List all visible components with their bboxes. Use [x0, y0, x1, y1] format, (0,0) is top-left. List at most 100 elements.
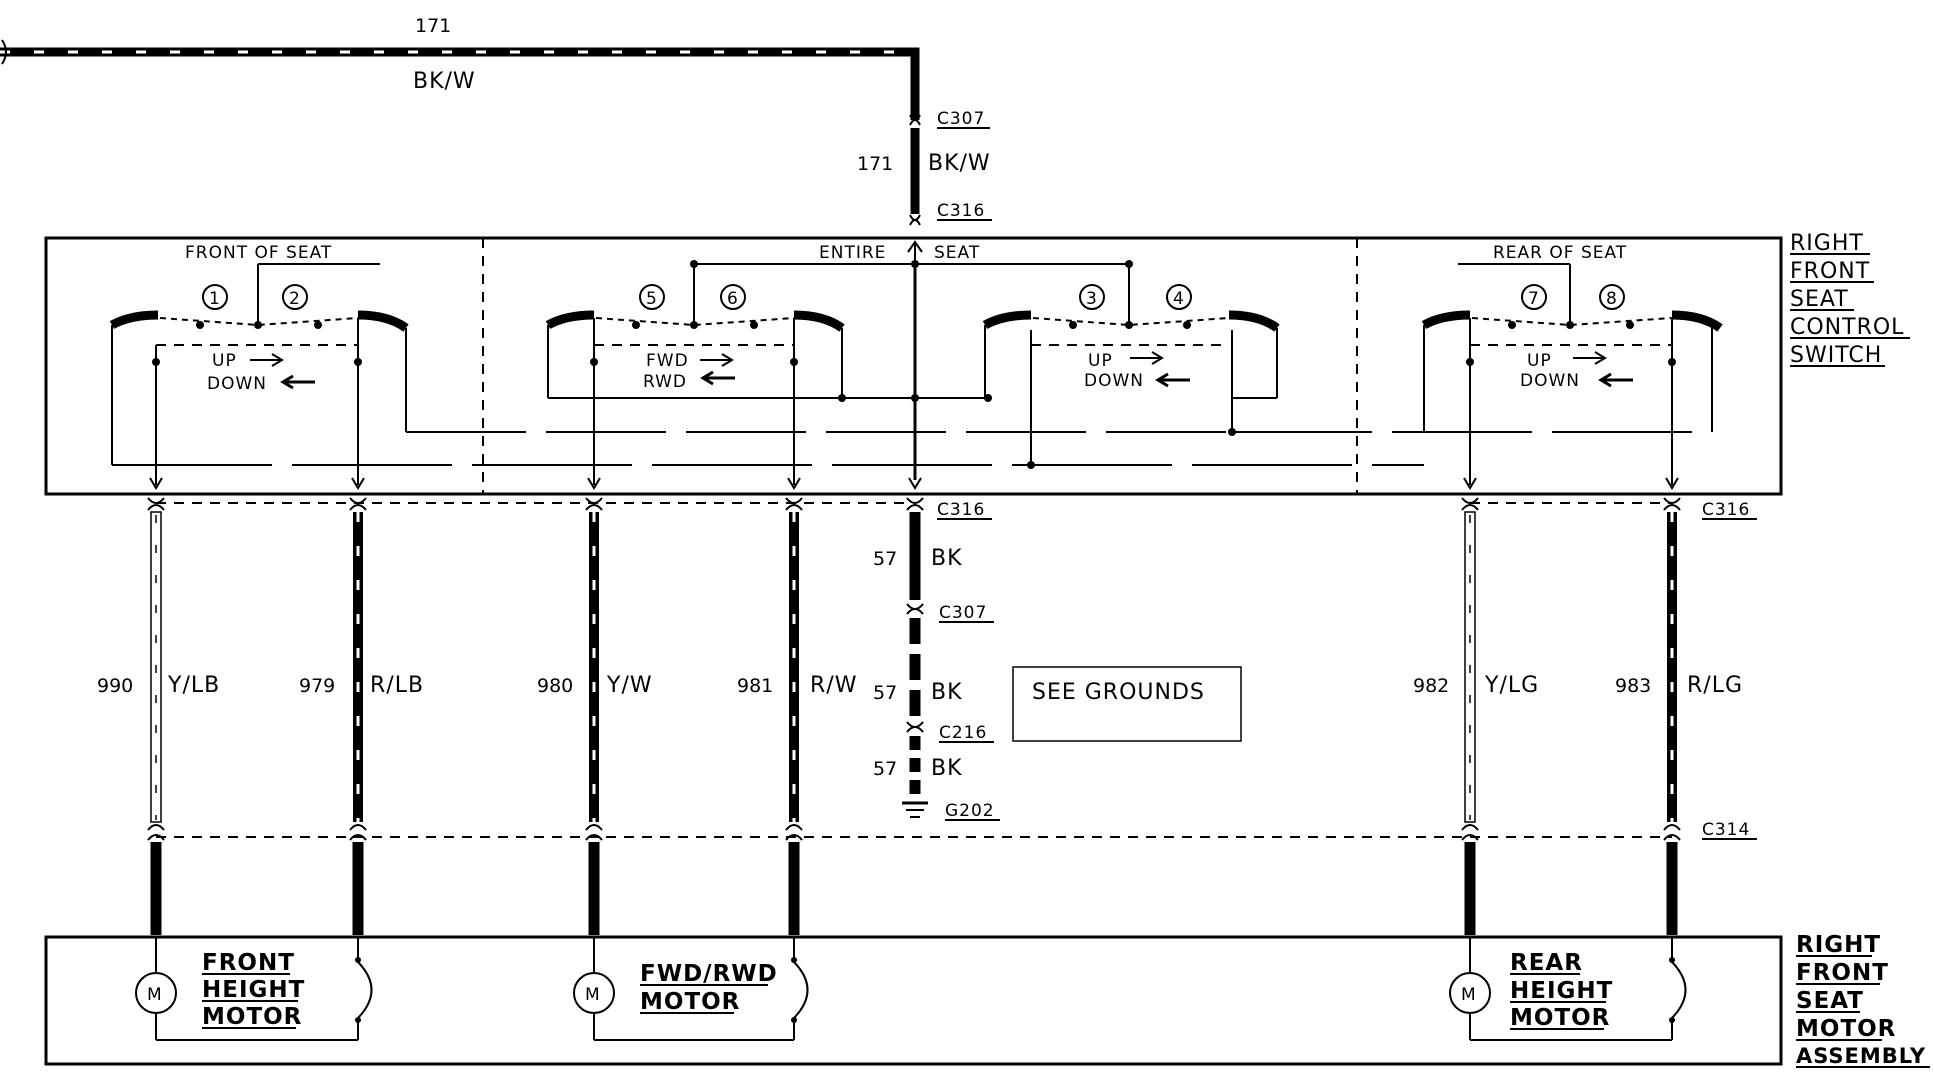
svg-text:SEAT: SEAT: [1790, 287, 1849, 312]
fwd-label: FWD: [646, 351, 689, 371]
svg-text:MOTOR: MOTOR: [202, 1004, 302, 1030]
svg-text:990: 990: [97, 675, 133, 697]
contact-8: 8: [1599, 284, 1625, 310]
top-feed-wire: 171 BK/W: [0, 15, 920, 120]
feed-circuit: 171: [857, 153, 893, 175]
svg-text:5: 5: [646, 289, 658, 309]
svg-text:ASSEMBLY: ASSEMBLY: [1796, 1044, 1926, 1068]
svg-text:FRONT: FRONT: [1796, 960, 1889, 986]
svg-text:Y/W: Y/W: [606, 673, 653, 698]
c316-right-label: C316: [1702, 500, 1750, 520]
gnd-seg3-color: BK: [931, 756, 963, 781]
svg-text:8: 8: [1606, 289, 1618, 309]
feed-wire: C307 171 BK/W C316: [857, 109, 992, 226]
contact-6: 6: [720, 284, 746, 310]
svg-text:CONTROL: CONTROL: [1790, 315, 1904, 340]
see-grounds-label: SEE GROUNDS: [1032, 680, 1205, 705]
rear-height-motor: M REAR HEIGHT MOTOR: [1449, 937, 1687, 1041]
c316-top-label: C316: [937, 201, 985, 221]
svg-text:M: M: [585, 985, 601, 1005]
contact-7: 7: [1521, 284, 1547, 310]
svg-text:979: 979: [299, 675, 335, 697]
svg-text:FRONT: FRONT: [202, 950, 295, 976]
gnd-seg2-circuit: 57: [873, 682, 897, 704]
svg-text:2: 2: [289, 289, 301, 309]
rear-up-label: UP: [1527, 351, 1552, 371]
ground-path: 57 BK C307 57 BK C216 57 BK G202 SEE GRO…: [873, 512, 1242, 821]
svg-text:SWITCH: SWITCH: [1790, 343, 1882, 368]
svg-text:6: 6: [727, 289, 739, 309]
svg-text:FWD/RWD: FWD/RWD: [640, 961, 778, 987]
section-entire-label: ENTIRE: [819, 243, 886, 263]
contact-1: 1: [202, 284, 228, 310]
seat-control-switch: FRONT OF SEAT ENTIRE SEAT REAR OF SEAT: [44, 231, 1910, 496]
section-front-label: FRONT OF SEAT: [185, 243, 332, 263]
svg-text:1: 1: [209, 289, 221, 309]
svg-text:HEIGHT: HEIGHT: [202, 977, 305, 1003]
fwd-rwd-motor: M FWD/RWD MOTOR: [573, 937, 809, 1041]
top-wire-color: BK/W: [413, 69, 476, 94]
svg-text:SEAT: SEAT: [1796, 988, 1864, 1014]
wire-980: 980 Y/W: [537, 512, 653, 822]
rear-down-label: DOWN: [1520, 371, 1580, 391]
assembly-title: RIGHT FRONT SEAT MOTOR ASSEMBLY: [1796, 932, 1930, 1068]
svg-text:HEIGHT: HEIGHT: [1510, 978, 1613, 1004]
c316-mid-label: C316: [937, 500, 985, 520]
gnd-seg1-color: BK: [931, 546, 963, 571]
wire-982: 982 Y/LG: [1413, 511, 1539, 823]
gnd-seg2-color: BK: [931, 680, 963, 705]
contact-2: 2: [282, 284, 308, 310]
rwd-label: RWD: [643, 372, 687, 392]
top-wire-circuit: 171: [415, 15, 451, 37]
connector-c316-row: C316 C316 C314: [156, 500, 1757, 840]
switch-title: RIGHT FRONT SEAT CONTROL SWITCH: [1790, 231, 1910, 368]
svg-text:983: 983: [1615, 675, 1651, 697]
mid-up-label: UP: [1088, 351, 1113, 371]
front-down-label: DOWN: [207, 374, 267, 394]
gnd-seg1-circuit: 57: [873, 548, 897, 570]
section-entire-label-2: SEAT: [934, 243, 980, 263]
c314-label: C314: [1702, 820, 1750, 840]
svg-text:7: 7: [1528, 289, 1540, 309]
svg-text:M: M: [147, 985, 163, 1005]
wire-981: 981 R/W: [737, 512, 857, 822]
svg-text:MOTOR: MOTOR: [1510, 1005, 1610, 1031]
svg-text:MOTOR: MOTOR: [640, 989, 740, 1015]
c307-gnd-label: C307: [939, 603, 987, 623]
svg-text:980: 980: [537, 675, 573, 697]
svg-text:MOTOR: MOTOR: [1796, 1016, 1896, 1042]
svg-text:FRONT: FRONT: [1790, 259, 1870, 284]
harness-wires: 990 Y/LB 979 R/LB 980 Y/W 981 R/W 98: [97, 497, 1743, 935]
motor-assembly: M FRONT HEIGHT MOTOR M FWD/RWD MOTOR: [44, 932, 1930, 1068]
svg-text:Y/LG: Y/LG: [1484, 673, 1539, 698]
svg-text:Y/LB: Y/LB: [167, 673, 220, 698]
front-up-label: UP: [212, 351, 237, 371]
svg-text:RIGHT: RIGHT: [1796, 932, 1881, 958]
svg-text:4: 4: [1173, 289, 1185, 309]
front-height-motor: M FRONT HEIGHT MOTOR: [135, 937, 373, 1041]
svg-text:R/LG: R/LG: [1687, 673, 1743, 698]
wire-983: 983 R/LG: [1615, 512, 1743, 822]
c216-label: C216: [939, 723, 987, 743]
svg-text:M: M: [1461, 985, 1477, 1005]
c307-top-label: C307: [937, 109, 985, 129]
feed-color: BK/W: [928, 151, 991, 176]
svg-text:3: 3: [1086, 289, 1098, 309]
gnd-seg3-circuit: 57: [873, 758, 897, 780]
contact-5: 5: [639, 284, 665, 310]
svg-text:982: 982: [1413, 675, 1449, 697]
g202-label: G202: [945, 801, 995, 821]
wire-979: 979 R/LB: [299, 512, 424, 822]
mid-down-label: DOWN: [1084, 371, 1144, 391]
see-grounds-box: [1012, 666, 1242, 742]
wire-990: 990 Y/LB: [97, 511, 220, 823]
section-rear-label: REAR OF SEAT: [1493, 243, 1627, 263]
svg-text:981: 981: [737, 675, 773, 697]
svg-text:REAR: REAR: [1510, 950, 1583, 976]
contact-4: 4: [1166, 284, 1192, 310]
svg-text:RIGHT: RIGHT: [1790, 231, 1864, 256]
svg-text:R/LB: R/LB: [370, 673, 424, 698]
contact-3: 3: [1079, 284, 1105, 310]
svg-text:R/W: R/W: [810, 673, 857, 698]
